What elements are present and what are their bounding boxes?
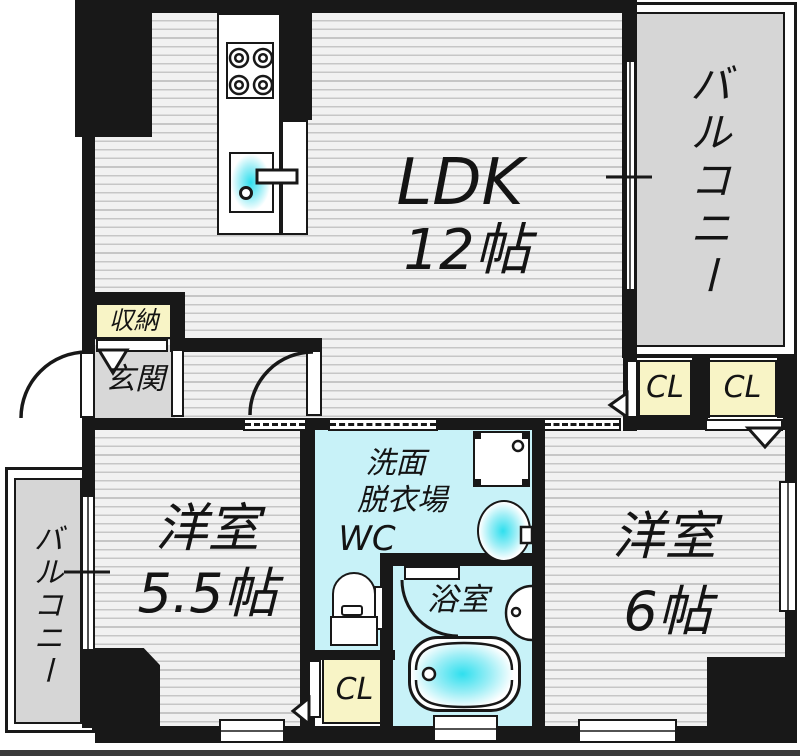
window-bedroom-small-balcony [81, 495, 95, 651]
wall-mid-1 [95, 418, 245, 430]
wall-left-lower [82, 650, 95, 728]
sliding-door-washroom [328, 418, 438, 431]
wash-basin-icon [477, 500, 531, 562]
hall-door-leaf [306, 350, 322, 416]
balcony-top-deck [634, 12, 785, 347]
image-bottom-border [0, 750, 800, 756]
wall-kitchen-block [281, 0, 312, 120]
closet-bottom [322, 658, 387, 724]
closet-top-right [708, 360, 777, 417]
closet-top-left [638, 360, 692, 417]
bathtub-icon [408, 636, 521, 712]
ldk-label: LDK [396, 146, 524, 220]
wall-closet-right [777, 358, 797, 418]
bedroom-small-size-label: 5.5帖 [137, 562, 278, 625]
closet-bottom-door-leaf [308, 660, 321, 718]
window-ldk-balcony [625, 60, 636, 291]
washroom-label-line2: 脱衣場 [357, 483, 447, 518]
bedroom-small-label: 洋室 [155, 499, 260, 559]
wall-storage-top [82, 292, 185, 303]
ldk-size-label: 12帖 [403, 218, 531, 283]
wall-mid-3 [436, 418, 545, 430]
bathroom-label: 浴室 [427, 582, 489, 618]
storage-label: 収納 [108, 306, 159, 335]
toilet-side-panel [374, 586, 384, 630]
balcony-left-label: バルコニー [27, 522, 63, 688]
window-bottom-bedroom-large [578, 719, 677, 743]
wall-vert-bedroom-large [532, 430, 545, 726]
wall-left-mid [82, 418, 95, 497]
washing-machine-pan-icon [473, 431, 530, 487]
wall-hall-divider [170, 338, 322, 352]
wall-mid-2 [305, 418, 330, 430]
wall-closet-topline [623, 354, 797, 358]
entrance-door-leaf [80, 352, 95, 418]
closet-top-right-label: CL [723, 370, 762, 405]
stove-icon [226, 42, 274, 99]
kitchen-sink-icon [229, 152, 274, 213]
wall-below-closet-right [783, 417, 797, 430]
wall-notch-bedroom-large [707, 657, 787, 727]
bath-door-leaf [404, 566, 460, 580]
wall-below-closet-left [623, 417, 708, 430]
storage-door-strip [96, 339, 168, 352]
window-bedroom-large-right [779, 481, 797, 612]
toilet-seat [341, 605, 363, 616]
window-bottom-bath [433, 715, 498, 742]
closet-top-left-label: CL [646, 370, 684, 405]
bedroom-large-size-label: 6帖 [623, 580, 712, 643]
balcony-top-label: バルコニー [683, 62, 733, 302]
entrance-door-arc [19, 350, 88, 419]
wall-left-upper [82, 0, 95, 352]
closet-top-right-door-strip [705, 419, 783, 431]
window-bottom-bedroom-small [219, 719, 285, 743]
sliding-door-bedroom-small [243, 418, 307, 431]
wc-label: WC [338, 519, 396, 559]
entrance-step-bar [171, 349, 184, 417]
bedroom-large-label: 洋室 [612, 507, 717, 567]
wall-top [75, 0, 623, 13]
washroom-label-line1: 洗面 [365, 446, 426, 481]
closet-bottom-label: CL [335, 672, 374, 707]
sliding-door-bedroom-large [543, 418, 621, 431]
wall-closet-mid [692, 358, 710, 418]
kitchen-counter-extension [281, 120, 308, 235]
closet-top-left-door-leaf [626, 360, 638, 418]
wall-wc-bottom [300, 650, 395, 660]
wall-notch-bedroom-small [95, 648, 160, 726]
wall-storage-stub [170, 303, 185, 351]
entrance-label: 玄関 [105, 362, 165, 397]
toilet-tank [330, 616, 378, 646]
